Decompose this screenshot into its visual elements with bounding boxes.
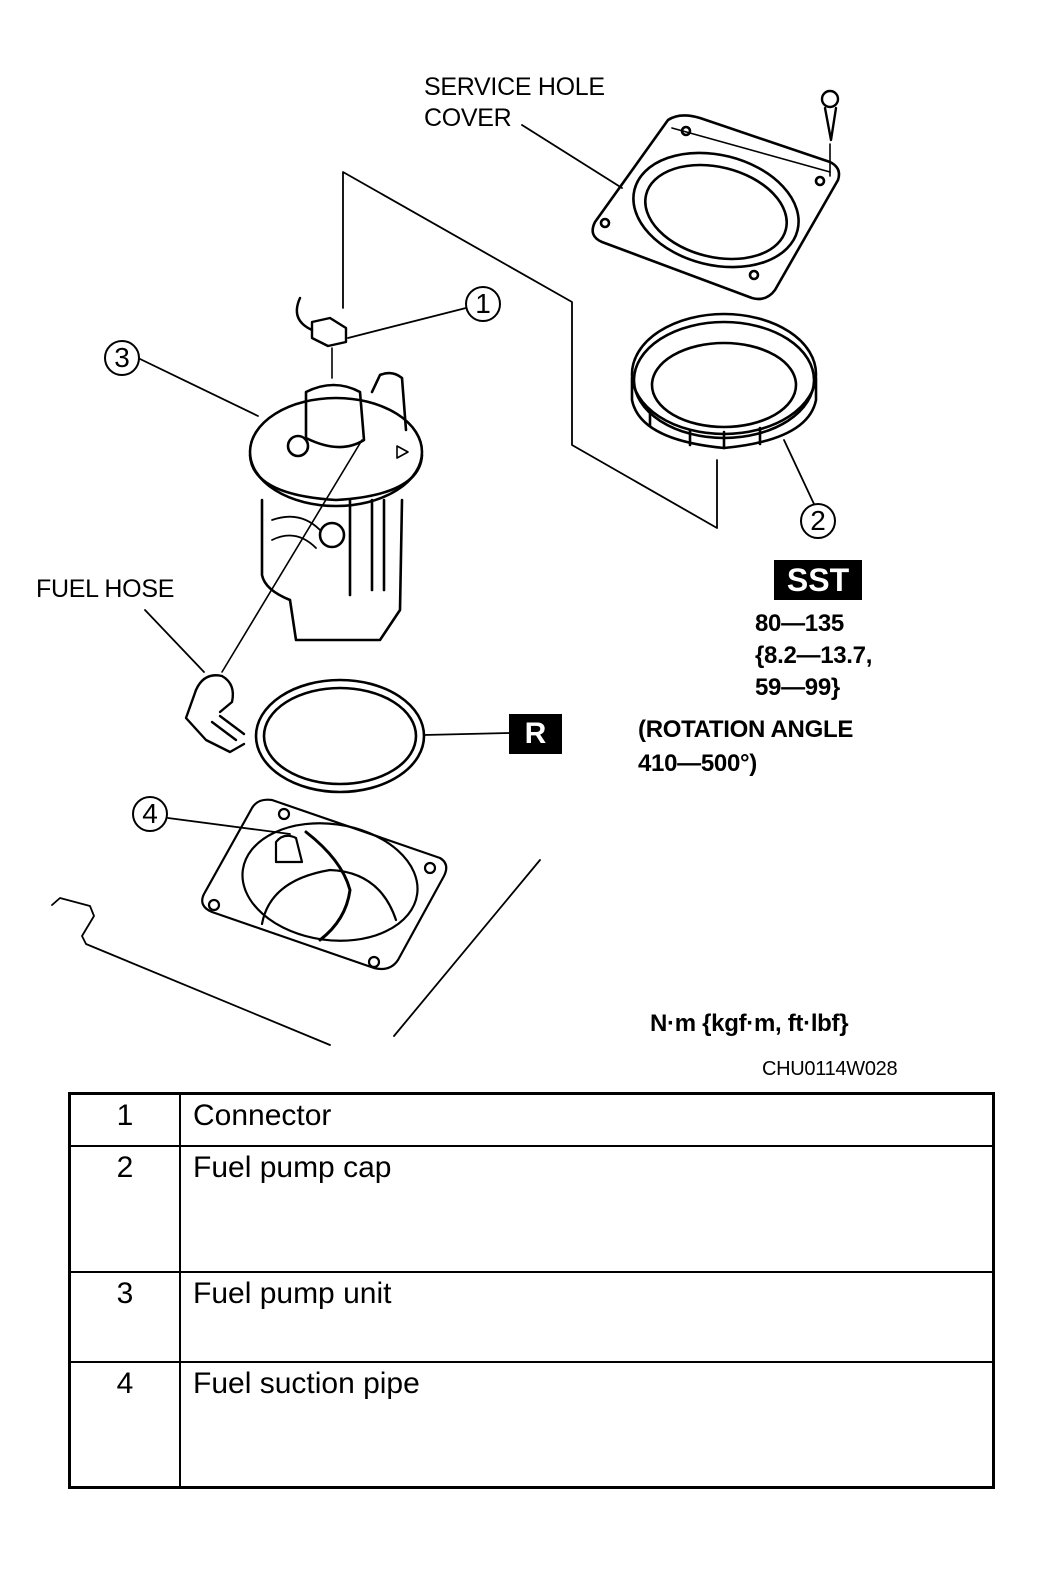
rotation-angle-label: (ROTATION ANGLE (638, 716, 854, 743)
o-ring-leader (423, 732, 511, 736)
fuel-tank-outline (51, 859, 541, 1046)
fuel-hose-guide-line (221, 439, 363, 673)
legend-row-number: 4 (68, 1360, 181, 1489)
fuel-hose-part (184, 674, 246, 754)
parts-legend-table: 1 Connector 2 Fuel pump cap 3 Fuel pump … (68, 1092, 995, 1489)
rotation-angle-value: 410—500°) (638, 750, 757, 777)
service-hole-cover-label-line2: COVER (424, 104, 512, 132)
suction-pipe-leader (167, 817, 291, 835)
fuel-pump-cap-part (630, 312, 818, 450)
legend-row: 1 Connector (68, 1092, 995, 1147)
screw-part (820, 89, 840, 177)
legend-row: 3 Fuel pump unit (68, 1270, 995, 1363)
connector-leader (347, 307, 467, 339)
service-hole-cover-label: SERVICE HOLE COVER (424, 72, 605, 134)
legend-row-description: Fuel suction pipe (179, 1360, 995, 1489)
legend-row-number: 3 (68, 1270, 181, 1363)
legend-row-description: Fuel pump unit (179, 1270, 995, 1363)
callout-4: 4 (132, 796, 168, 832)
sst-badge: SST (774, 560, 862, 600)
legend-row-description: Fuel pump cap (179, 1144, 995, 1273)
figure-id: CHU0114W028 (762, 1058, 898, 1080)
torque-value-ftlbf: 59—99} (755, 674, 840, 701)
callout-1: 1 (465, 286, 501, 322)
torque-units-note: N·m {kgf·m, ft·lbf} (650, 1010, 849, 1037)
legend-row: 4 Fuel suction pipe (68, 1360, 995, 1489)
callout-3: 3 (104, 340, 140, 376)
fuel-tank-opening-part (201, 798, 448, 971)
fuel-hose-label: FUEL HOSE (36, 575, 175, 603)
o-ring-part (254, 678, 426, 794)
legend-row-number: 2 (68, 1144, 181, 1273)
assembly-guide-lines (342, 171, 718, 529)
legend-row: 2 Fuel pump cap (68, 1144, 995, 1273)
fuel-pump-unit-part (248, 371, 424, 642)
service-hole-cover-label-line1: SERVICE HOLE (424, 73, 605, 101)
fuel-hose-leader (144, 609, 205, 673)
service-hole-cover-part (591, 114, 841, 301)
replace-part-badge: R (509, 714, 562, 754)
pump-unit-leader (137, 357, 259, 417)
callout-2: 2 (800, 503, 836, 539)
legend-row-description: Connector (179, 1092, 995, 1147)
torque-value-kgf: {8.2—13.7, (755, 642, 873, 669)
torque-value: 80—135 (755, 610, 844, 637)
connector-part (295, 296, 348, 379)
cap-leader (783, 439, 815, 505)
exploded-view-illustration (51, 89, 841, 1046)
service-hole-cover-leader (521, 124, 623, 189)
legend-row-number: 1 (68, 1092, 181, 1147)
